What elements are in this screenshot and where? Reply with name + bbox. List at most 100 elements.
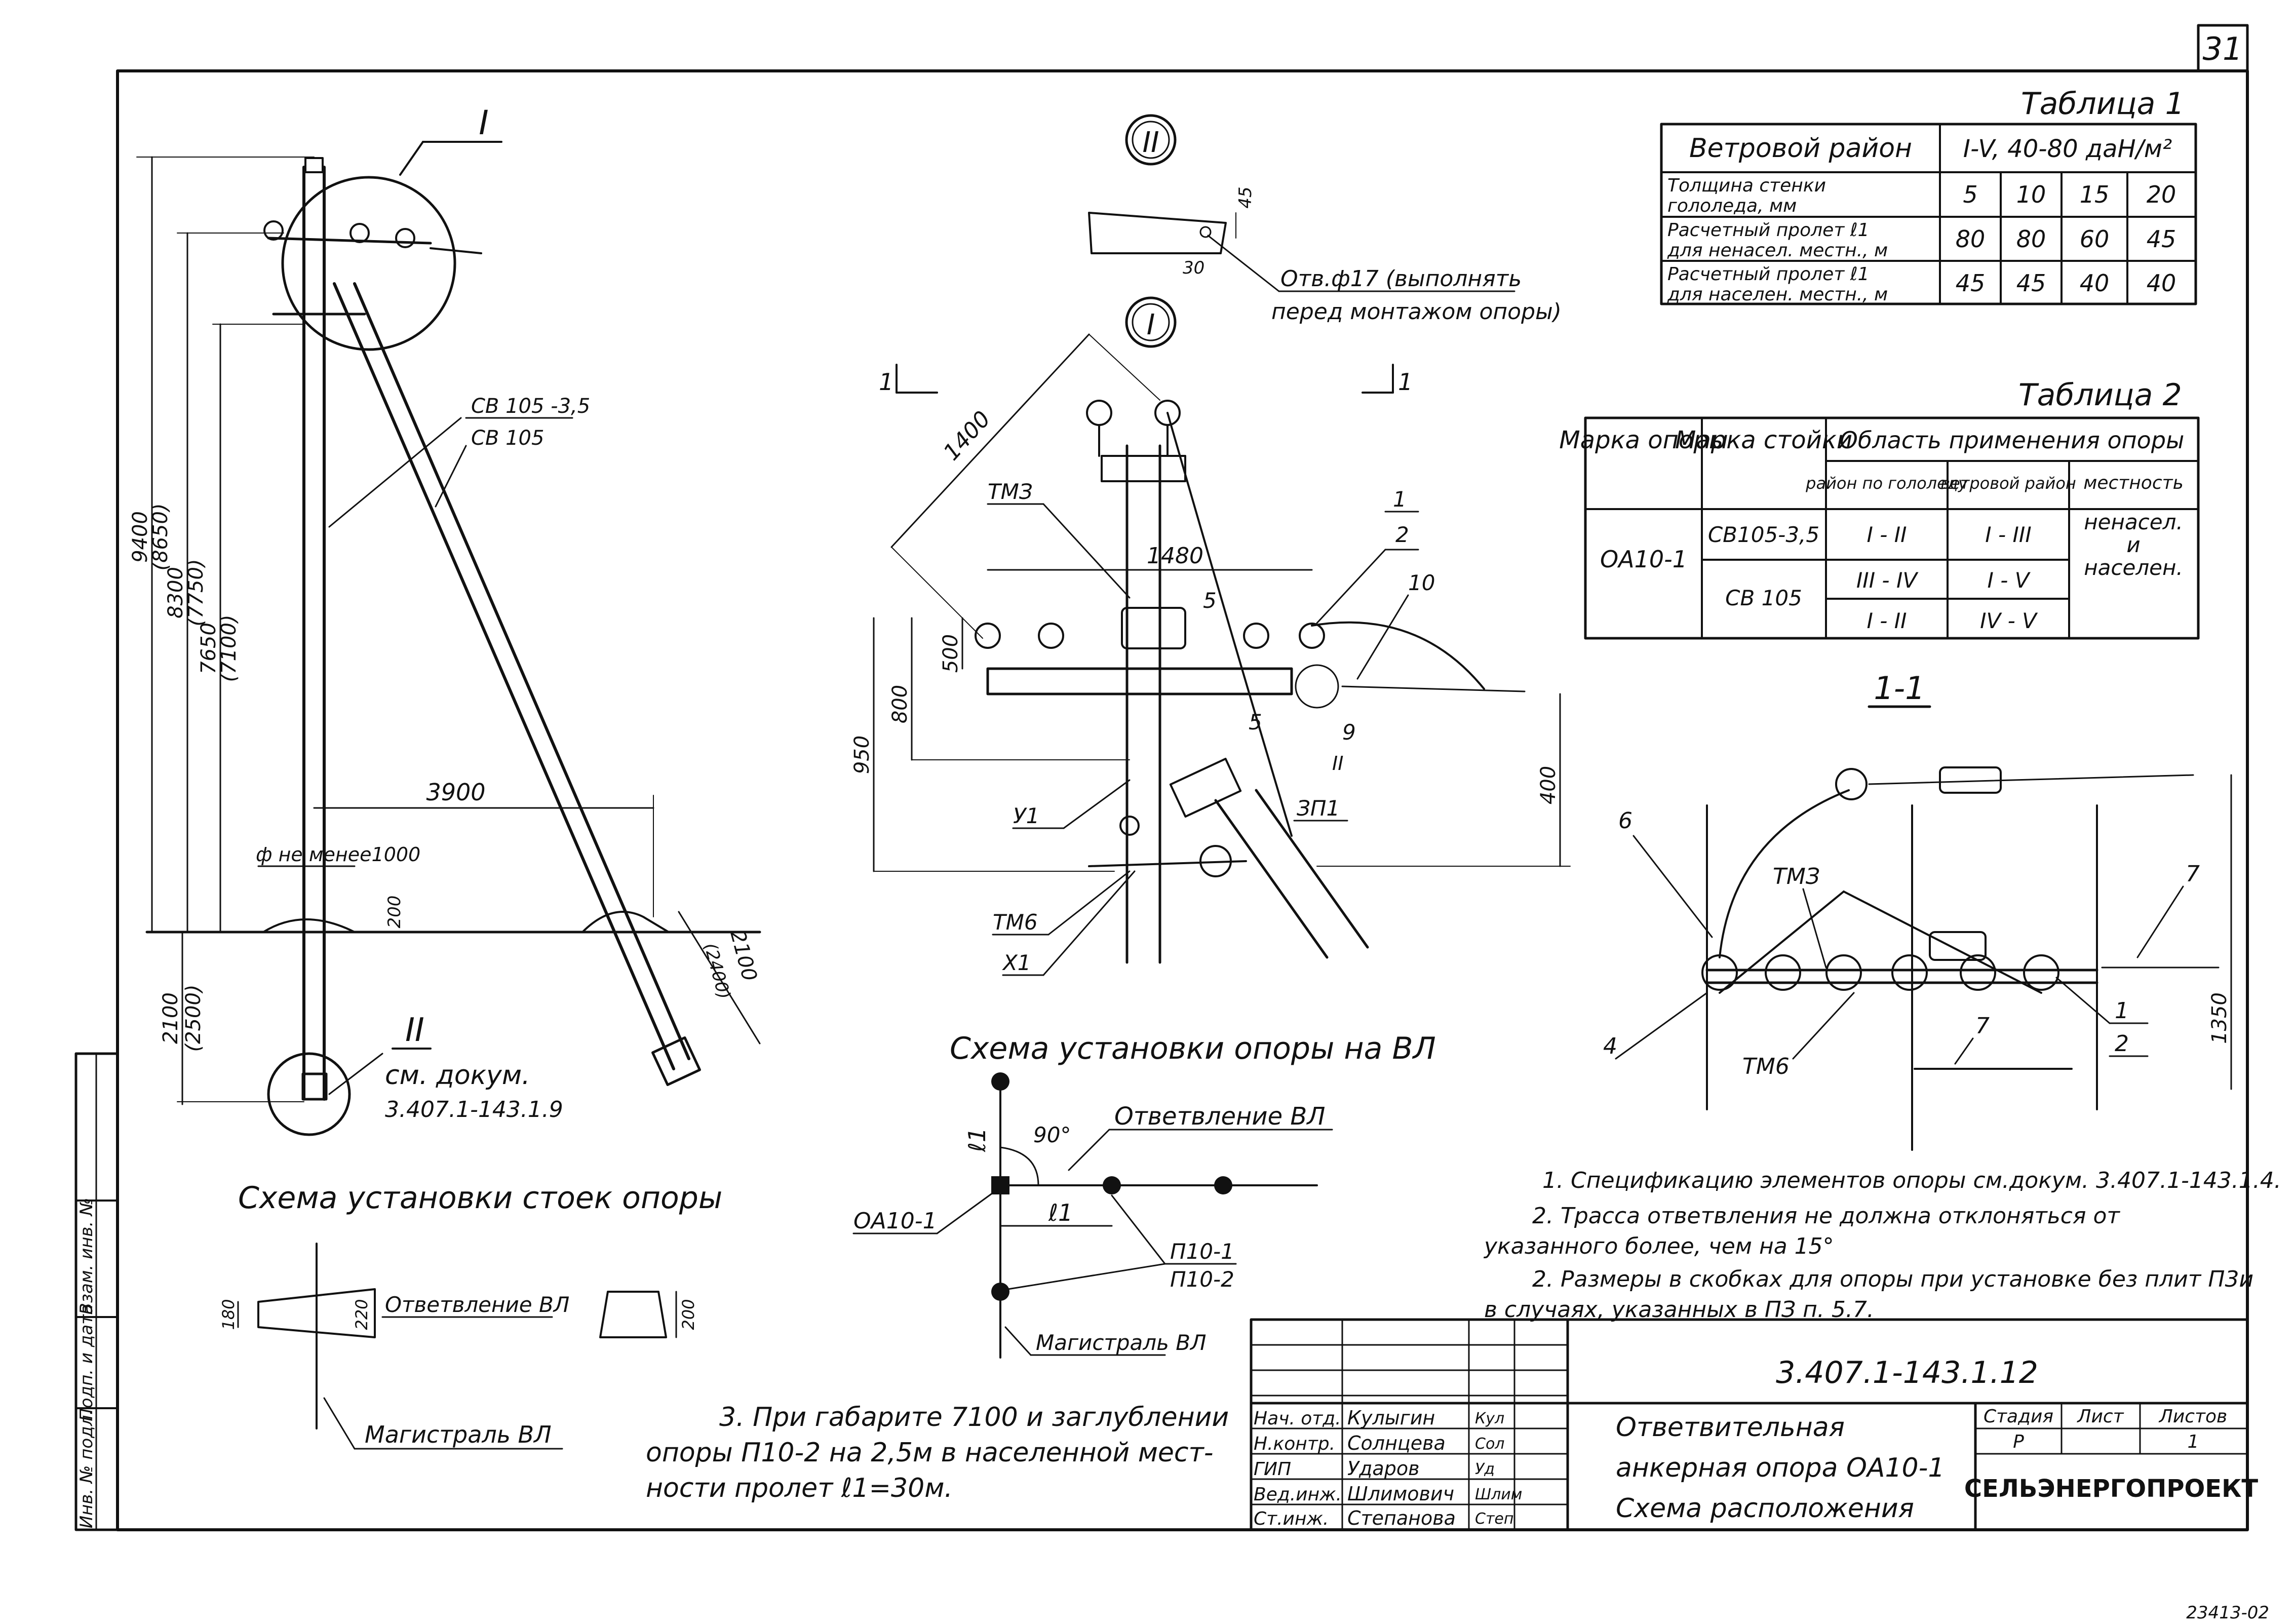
vl-node-support: [991, 1176, 1009, 1194]
part-10: 10: [1408, 570, 1435, 595]
role-5: Ст.инж.: [1254, 1509, 1329, 1529]
dim-30: 30: [1183, 258, 1204, 278]
table1-r2-label-b: для ненасел. местн., м: [1667, 240, 1888, 261]
table1-r1-label-a: Толщина стенки: [1667, 175, 1826, 196]
t2-sh-wind: ветровой район: [1940, 474, 2076, 493]
part-9: 9: [1342, 720, 1356, 745]
dim-3900: 3900: [426, 779, 485, 806]
section-1-1: 1-1 1350 6 ТМЗ 7 4 ТМ6 7 1: [1603, 670, 2232, 1151]
signature-4: Шлим: [1475, 1486, 1522, 1503]
table1-r1-label-b: гололеда, мм: [1667, 196, 1797, 216]
t2-ice-2: III - IV: [1856, 568, 1919, 593]
dim-800: 800: [888, 685, 912, 723]
sec-label-2: 2: [2115, 1031, 2129, 1057]
note-3b: опоры П10-2 на 2,5м в населенной мест-: [646, 1438, 1214, 1468]
part-5a: 5: [1203, 588, 1217, 613]
stage-value: Р: [2013, 1432, 2024, 1452]
sheets-value: 1: [2188, 1432, 2199, 1452]
t2-sh-terrain: местность: [2083, 473, 2184, 493]
dim-500: 500: [939, 634, 962, 673]
hole-note-1: Отв.ф17 (выполнять: [1280, 266, 1522, 292]
vl-node-bottom: [991, 1283, 1009, 1301]
scheme-vl: Схема установки опоры на ВЛ 90° Ответвле…: [852, 1031, 1436, 1359]
table1-r2-label-a: Расчетный пролет ℓ1: [1667, 220, 1870, 241]
dim-400: 400: [1537, 766, 1560, 804]
sheet-label: Лист: [2076, 1406, 2124, 1427]
dim-200: 200: [384, 896, 405, 929]
sheet-frame: [116, 69, 2249, 1531]
scheme-vl-title: Схема установки опоры на ВЛ: [950, 1031, 1436, 1066]
part-ZP1: ЗП1: [1297, 796, 1340, 821]
stand-dim-180: 180: [219, 1299, 238, 1330]
t1-r1-c2: 10: [2016, 181, 2046, 208]
t1-r1-c1: 5: [1963, 181, 1977, 208]
view-mark-I: I: [479, 103, 488, 142]
vl-main-line: Магистраль ВЛ: [1036, 1330, 1207, 1355]
section-title: 1-1: [1874, 670, 1925, 707]
side-stamp: Инв. № подл. Подп. и дата Взам. инв. №: [74, 1052, 119, 1531]
t2-wind-1: I - III: [1985, 522, 2031, 547]
name-1: Кулыгин: [1347, 1407, 1435, 1429]
vl-node-p1: [1103, 1176, 1121, 1194]
title-line-3: Схема расположения: [1616, 1493, 1914, 1524]
t2-wind-2: I - V: [1988, 568, 2031, 593]
t2-terrain-1: ненасел.: [2084, 510, 2183, 534]
hole-note-2: перед монтажом опоры): [1271, 299, 1562, 325]
vl-branch: Ответвление ВЛ: [1114, 1102, 1325, 1131]
dim-7750: (7750): [184, 559, 208, 626]
part-TM6: ТМ6: [993, 910, 1038, 935]
signature-1: Кул: [1475, 1410, 1504, 1427]
signature-5: Степ: [1475, 1510, 1514, 1528]
t1-r2-c2: 80: [2016, 225, 2046, 253]
detail-circle-II: [267, 1052, 351, 1136]
section-mark-left: 1: [879, 368, 893, 396]
role-2: Н.контр.: [1254, 1434, 1335, 1454]
part-TMZ: ТМЗ: [988, 479, 1033, 504]
dim-8650: (8650): [149, 503, 172, 570]
detail-circle-I: [281, 176, 456, 351]
dim-950: 950: [850, 736, 874, 774]
signature-2: Сол: [1475, 1435, 1504, 1453]
mark-II-circle: II: [1142, 126, 1159, 159]
vl-p1: П10-1: [1170, 1239, 1234, 1264]
stand-dim-200: 200: [679, 1299, 698, 1330]
doc-code: 3.407.1-143.1.12: [1776, 1355, 2038, 1390]
ref-doc: 3.407.1-143.1.9: [385, 1097, 563, 1123]
vl-l1-horizontal: ℓ1: [1048, 1199, 1073, 1226]
stand-branch: Ответвление ВЛ: [385, 1292, 569, 1317]
table-2: Таблица 2 Марка опоры Марка стойки Облас…: [1559, 377, 2200, 640]
vl-support-label: ОА10-1: [853, 1208, 937, 1234]
table2-title: Таблица 2: [2018, 377, 2182, 413]
sec-label-TM6: ТМ6: [1742, 1054, 1790, 1079]
corner-code: 23413-02: [2186, 1603, 2269, 1623]
stage-label: Стадия: [1984, 1406, 2053, 1427]
t2-h-mark-opory: Марка опоры: [1559, 426, 1728, 454]
t1-r3-c1: 45: [1956, 269, 1986, 297]
t1-r3-c4: 40: [2147, 269, 2176, 297]
note-3c: ности пролет ℓ1=30м.: [646, 1473, 953, 1503]
t1-r2-c1: 80: [1956, 225, 1986, 253]
vl-node-top: [991, 1072, 1009, 1091]
dim-45: 45: [1235, 186, 1256, 208]
section-mark-right: 1: [1398, 368, 1413, 396]
stand-main-line: Магистраль ВЛ: [365, 1421, 552, 1448]
t2-stand-1: СВ105-3,5: [1708, 522, 1819, 547]
dim-7650: 7650: [197, 623, 220, 674]
t1-r2-c3: 60: [2080, 225, 2110, 253]
view-mark-II: II: [405, 1012, 424, 1049]
vl-l1-vertical: ℓ1: [963, 1128, 991, 1152]
sec-label-7b: 7: [1975, 1013, 1990, 1039]
name-4: Шлимович: [1347, 1483, 1454, 1505]
role-3: ГИП: [1254, 1459, 1291, 1480]
vl-node-p2: [1214, 1176, 1232, 1194]
vl-angle: 90°: [1033, 1123, 1071, 1147]
part-1: 1: [1393, 487, 1407, 512]
note-1: 1. Спецификацию элементов опоры см.докум…: [1542, 1168, 2281, 1193]
vl-p2: П10-2: [1170, 1267, 1234, 1292]
dim-1400: 1400: [939, 406, 996, 466]
note-3a: 3. При габарите 7100 и заглублении: [719, 1402, 1229, 1433]
dim-2500: (2500): [182, 984, 205, 1052]
t1-r3-c3: 40: [2080, 269, 2110, 297]
table1-header-left: Ветровой район: [1689, 133, 1912, 164]
